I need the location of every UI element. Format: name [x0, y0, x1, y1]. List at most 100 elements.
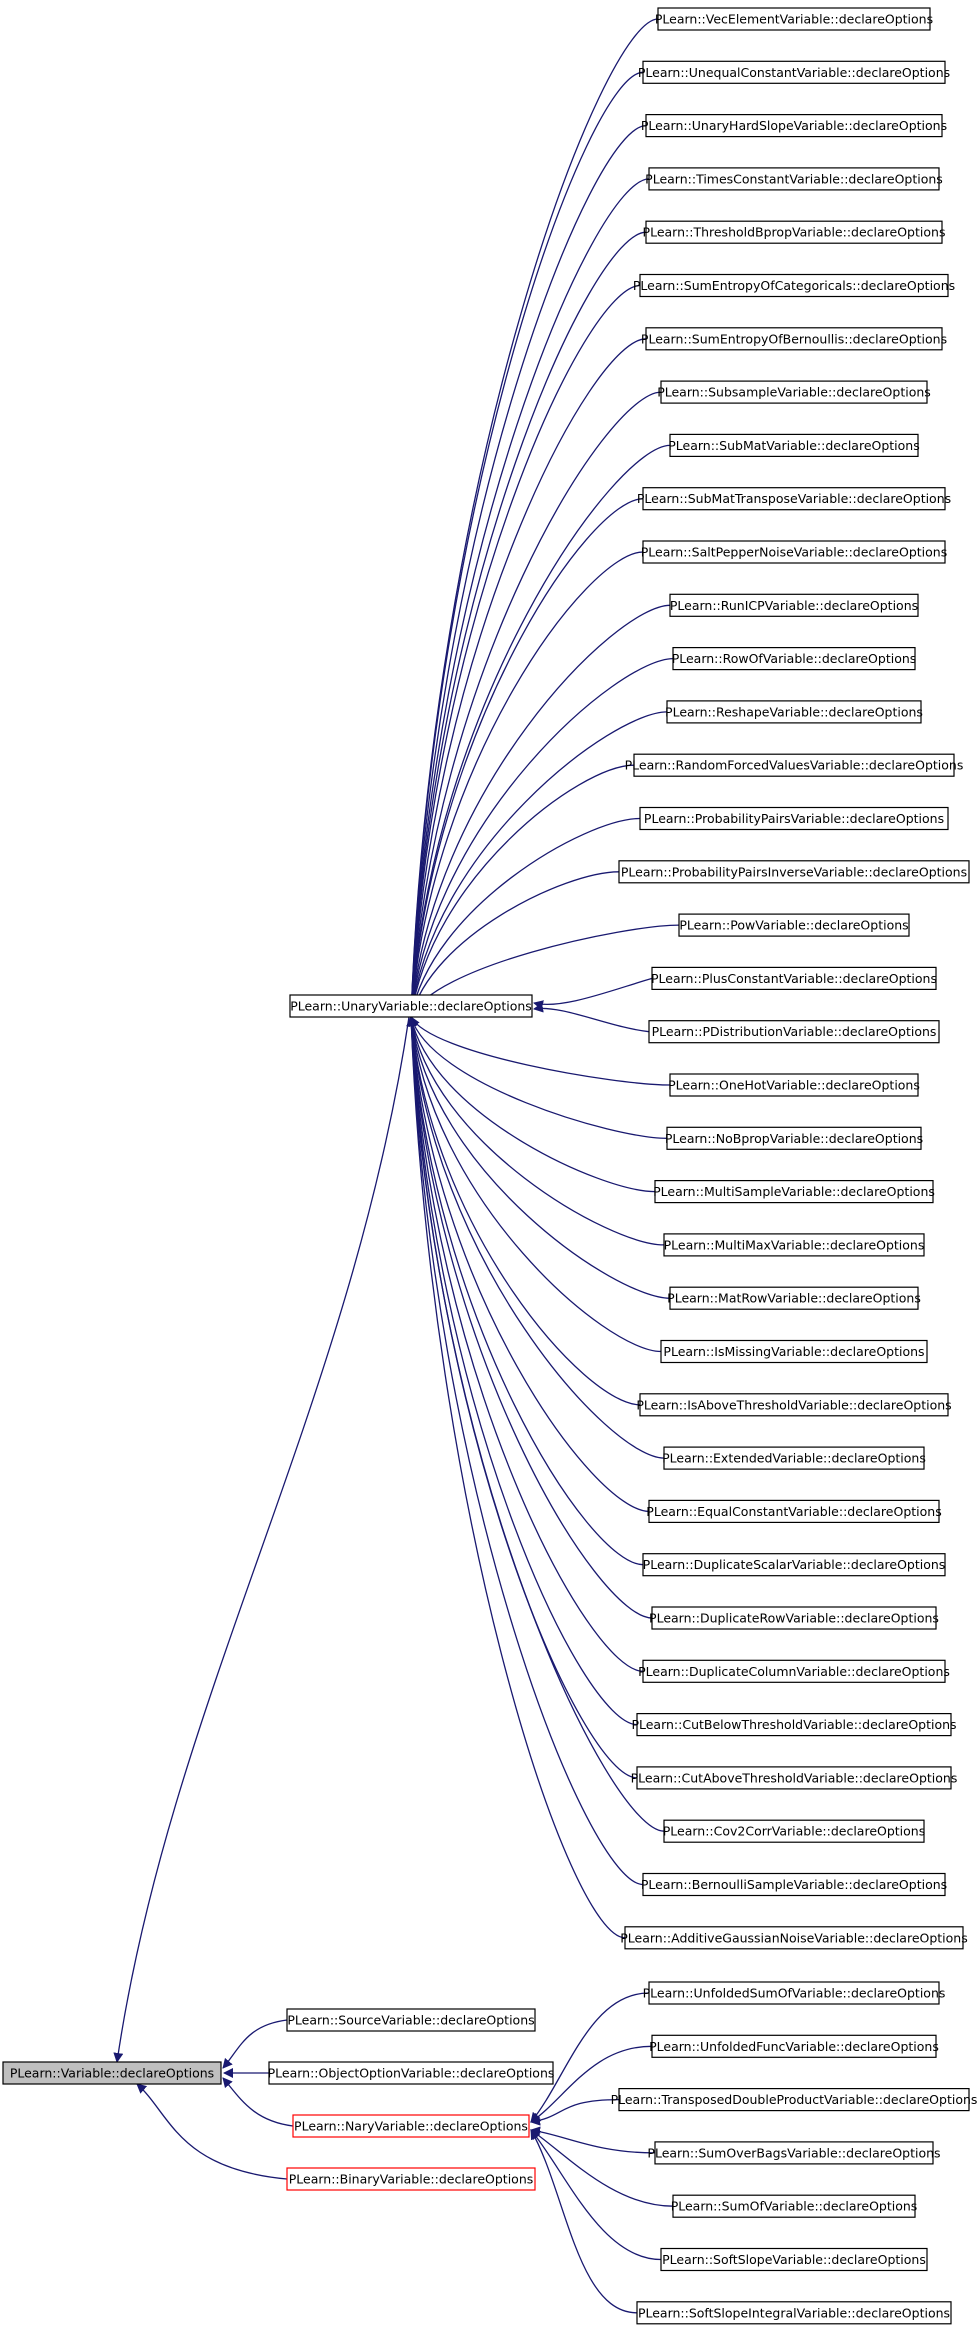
node-row-of-variable[interactable]: PLearn::RowOfVariable::declareOptions	[672, 646, 917, 671]
node-plus-constant-variable-label: PLearn::PlusConstantVariable::declareOpt…	[651, 971, 937, 986]
node-vec-element-variable[interactable]: PLearn::VecElementVariable::declareOptio…	[655, 7, 933, 31]
edge-extended-variable-to-unary	[406, 1016, 665, 1459]
edge-salt-pepper-noise-variable-to-unary	[406, 551, 644, 1018]
node-run-icpvariable[interactable]: PLearn::RunICPVariable::declareOptions	[669, 593, 919, 617]
node-binary-variable-label: PLearn::BinaryVariable::declareOptions	[289, 2172, 534, 2187]
node-unary-hard-slope-variable-box	[645, 113, 943, 138]
node-cov2-corr-variable[interactable]: PLearn::Cov2CorrVariable::declareOptions	[663, 1819, 926, 1843]
node-duplicate-scalar-variable[interactable]: PLearn::DuplicateScalarVariable::declare…	[642, 1553, 946, 1577]
node-times-constant-variable[interactable]: PLearn::TimesConstantVariable::declareOp…	[645, 167, 943, 191]
node-is-missing-variable[interactable]: PLearn::IsMissingVariable::declareOption…	[660, 1339, 928, 1364]
node-sum-of-variable[interactable]: PLearn::SumOfVariable::declareOptions	[671, 2194, 918, 2218]
node-subsample-variable[interactable]: PLearn::SubsampleVariable::declareOption…	[657, 380, 931, 404]
edge-one-hot-variable-to-unary	[410, 1016, 671, 1086]
node-cut-above-threshold-variable[interactable]: PLearn::CutAboveThresholdVariable::decla…	[631, 1766, 958, 1790]
node-variable[interactable]: PLearn::Variable::declareOptions	[2, 2061, 222, 2085]
node-times-constant-variable-box	[648, 167, 940, 191]
node-pow-variable[interactable]: PLearn::PowVariable::declareOptions	[678, 913, 910, 937]
node-row-of-variable-label: PLearn::RowOfVariable::declareOptions	[672, 651, 917, 666]
edge-soft-slope-variable-to-nary	[530, 2129, 662, 2261]
edge-sum-entropy-of-bernoullis-to-unary	[406, 338, 647, 1018]
node-bernoulli-sample-variable-label: PLearn::BernoulliSampleVariable::declare…	[641, 1877, 947, 1892]
node-binary-variable[interactable]: PLearn::BinaryVariable::declareOptions	[286, 2167, 536, 2191]
node-extended-variable[interactable]: PLearn::ExtendedVariable::declareOptions	[662, 1446, 926, 1470]
node-duplicate-row-variable-label: PLearn::DuplicateRowVariable::declareOpt…	[649, 1611, 939, 1626]
node-soft-slope-variable-label: PLearn::SoftSlopeVariable::declareOption…	[662, 2252, 926, 2267]
node-salt-pepper-noise-variable-box	[642, 540, 946, 564]
node-source-variable[interactable]: PLearn::SourceVariable::declareOptions	[286, 2008, 536, 2032]
node-unfolded-func-variable-box	[651, 2034, 937, 2058]
node-sub-mat-transpose-variable[interactable]: PLearn::SubMatTransposeVariable::declare…	[637, 487, 951, 511]
edge-sum-of-variable-to-nary	[530, 2129, 674, 2207]
node-additive-gaussian-noise-variable[interactable]: PLearn::AdditiveGaussianNoiseVariable::d…	[620, 1926, 968, 1950]
node-cut-below-threshold-variable[interactable]: PLearn::CutBelowThresholdVariable::decla…	[631, 1712, 957, 1737]
node-soft-slope-variable[interactable]: PLearn::SoftSlopeVariable::declareOption…	[660, 2247, 928, 2272]
node-transposed-double-product-variable-box	[618, 2088, 970, 2112]
node-random-forced-values-variable-label: PLearn::RandomForcedValuesVariable::decl…	[625, 758, 964, 773]
edge-reshape-variable-to-unary	[407, 711, 668, 1018]
node-plus-constant-variable-box	[651, 966, 937, 991]
node-salt-pepper-noise-variable[interactable]: PLearn::SaltPepperNoiseVariable::declare…	[641, 540, 947, 564]
node-vec-element-variable-label: PLearn::VecElementVariable::declareOptio…	[655, 12, 933, 27]
edge-transposed-double-product-variable-to-nary	[530, 2098, 620, 2126]
node-extended-variable-box	[663, 1446, 925, 1470]
node-duplicate-row-variable[interactable]: PLearn::DuplicateRowVariable::declareOpt…	[649, 1606, 939, 1630]
node-sum-of-variable-box	[672, 2194, 916, 2218]
edge-sum-entropy-of-categoricals-to-unary	[406, 284, 641, 1018]
node-is-above-threshold-variable-label: PLearn::IsAboveThresholdVariable::declar…	[636, 1397, 951, 1412]
node-nary-variable[interactable]: PLearn::NaryVariable::declareOptions	[292, 2114, 530, 2138]
node-probability-pairs-variable[interactable]: PLearn::ProbabilityPairsVariable::declar…	[639, 806, 949, 831]
node-threshold-bprop-variable[interactable]: PLearn::ThresholdBpropVariable::declareO…	[643, 220, 946, 244]
node-duplicate-column-variable[interactable]: PLearn::DuplicateColumnVariable::declare…	[638, 1659, 950, 1683]
edge-sum-over-bags-variable-to-nary	[530, 2126, 656, 2154]
node-extended-variable-label: PLearn::ExtendedVariable::declareOptions	[662, 1451, 926, 1466]
node-one-hot-variable-box	[669, 1073, 919, 1097]
node-probability-pairs-inverse-variable[interactable]: PLearn::ProbabilityPairsInverseVariable:…	[618, 860, 970, 884]
node-unary-variable-box	[289, 994, 533, 1018]
edge-source-to-variable	[222, 2019, 288, 2069]
node-unequal-constant-variable[interactable]: PLearn::UnequalConstantVariable::declare…	[638, 60, 950, 84]
node-row-of-variable-box	[672, 646, 916, 671]
node-no-bprop-variable[interactable]: PLearn::NoBpropVariable::declareOptions	[665, 1126, 923, 1150]
node-sub-mat-transpose-variable-label: PLearn::SubMatTransposeVariable::declare…	[637, 491, 951, 506]
node-pdistribution-variable[interactable]: PLearn::PDistributionVariable::declareOp…	[648, 1020, 940, 1044]
node-equal-constant-variable[interactable]: PLearn::EqualConstantVariable::declareOp…	[646, 1499, 942, 1524]
node-is-above-threshold-variable[interactable]: PLearn::IsAboveThresholdVariable::declar…	[636, 1393, 952, 1417]
node-one-hot-variable[interactable]: PLearn::OneHotVariable::declareOptions	[668, 1073, 920, 1097]
node-soft-slope-integral-variable[interactable]: PLearn::SoftSlopeIntegralVariable::decla…	[636, 2301, 952, 2325]
node-multi-sample-variable[interactable]: PLearn::MultiSampleVariable::declareOpti…	[653, 1179, 935, 1204]
node-sub-mat-variable[interactable]: PLearn::SubMatVariable::declareOptions	[668, 433, 920, 457]
node-sum-entropy-of-bernoullis[interactable]: PLearn::SumEntropyOfBernoullis::declareO…	[641, 327, 947, 351]
node-object-option-variable[interactable]: PLearn::ObjectOptionVariable::declareOpt…	[268, 2061, 555, 2085]
edge-run-icpvariable-to-unary	[406, 604, 671, 1018]
edge-soft-slope-integral-variable-to-nary	[530, 2129, 638, 2314]
node-random-forced-values-variable[interactable]: PLearn::RandomForcedValuesVariable::decl…	[625, 753, 964, 777]
edge-binary-to-variable	[136, 2083, 288, 2180]
node-sum-entropy-of-bernoullis-label: PLearn::SumEntropyOfBernoullis::declareO…	[641, 331, 947, 346]
node-no-bprop-variable-box	[666, 1126, 922, 1150]
node-probability-pairs-inverse-variable-label: PLearn::ProbabilityPairsInverseVariable:…	[621, 864, 967, 879]
node-unfolded-sum-of-variable-box	[648, 1981, 940, 2005]
node-plus-constant-variable[interactable]: PLearn::PlusConstantVariable::declareOpt…	[651, 966, 937, 991]
node-bernoulli-sample-variable[interactable]: PLearn::BernoulliSampleVariable::declare…	[641, 1872, 947, 1897]
node-duplicate-column-variable-label: PLearn::DuplicateColumnVariable::declare…	[638, 1664, 950, 1679]
node-unfolded-sum-of-variable[interactable]: PLearn::UnfoldedSumOfVariable::declareOp…	[643, 1981, 946, 2005]
node-unequal-constant-variable-box	[642, 60, 946, 84]
edge-nary-to-variable	[222, 2077, 294, 2127]
node-unfolded-func-variable[interactable]: PLearn::UnfoldedFuncVariable::declareOpt…	[649, 2034, 939, 2058]
node-is-above-threshold-variable-box	[639, 1393, 949, 1417]
node-threshold-bprop-variable-label: PLearn::ThresholdBpropVariable::declareO…	[643, 225, 946, 240]
node-unary-variable[interactable]: PLearn::UnaryVariable::declareOptions	[289, 994, 533, 1018]
edge-unary-to-variable	[113, 1016, 410, 2063]
edge-duplicate-column-variable-to-unary	[406, 1016, 644, 1672]
node-unary-hard-slope-variable[interactable]: PLearn::UnaryHardSlopeVariable::declareO…	[641, 113, 947, 138]
node-multi-max-variable-label: PLearn::MultiMaxVariable::declareOptions	[664, 1237, 925, 1252]
node-transposed-double-product-variable[interactable]: PLearn::TransposedDoubleProductVariable:…	[611, 2088, 978, 2112]
node-bernoulli-sample-variable-box	[642, 1872, 946, 1897]
node-reshape-variable[interactable]: PLearn::ReshapeVariable::declareOptions	[665, 700, 923, 724]
node-mat-row-variable[interactable]: PLearn::MatRowVariable::declareOptions	[667, 1286, 921, 1310]
node-sum-over-bags-variable[interactable]: PLearn::SumOverBagsVariable::declareOpti…	[647, 2141, 941, 2165]
node-sum-entropy-of-categoricals[interactable]: PLearn::SumEntropyOfCategoricals::declar…	[633, 273, 955, 298]
node-multi-max-variable[interactable]: PLearn::MultiMaxVariable::declareOptions	[663, 1233, 925, 1257]
edge-cut-above-threshold-variable-to-unary	[406, 1016, 638, 1779]
